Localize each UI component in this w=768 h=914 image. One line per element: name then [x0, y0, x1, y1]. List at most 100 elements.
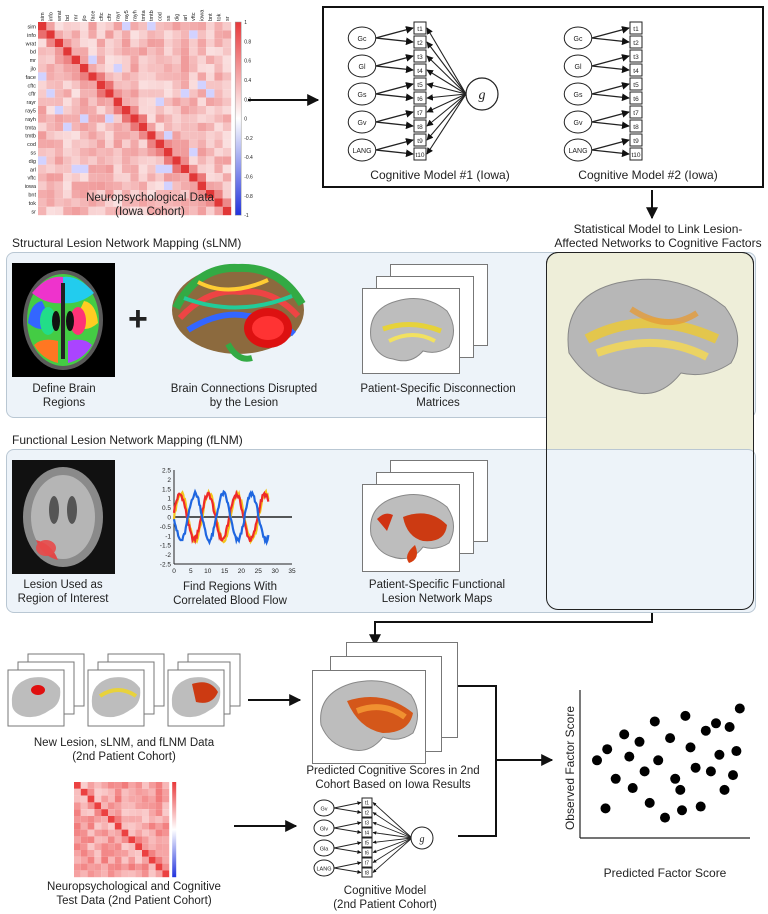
g-test-path	[426, 93, 467, 101]
matrix-cell	[122, 122, 131, 132]
matrix-cell	[172, 22, 181, 31]
matrix-cell	[130, 181, 139, 190]
matrix-cell	[138, 198, 148, 207]
test-label: t7	[417, 110, 423, 117]
matrix-cell	[87, 870, 95, 878]
matrix-cell	[122, 72, 131, 81]
correlation-matrix-bottom-svg	[74, 782, 177, 878]
test-box	[629, 133, 643, 147]
scatter-point	[634, 736, 645, 747]
matrix-cell	[162, 795, 170, 803]
matrix-cell	[113, 80, 122, 90]
matrix-cell	[105, 97, 114, 106]
matrix-cell	[130, 148, 139, 157]
matrix-cell	[130, 47, 139, 56]
x-tick: 35	[288, 568, 296, 575]
matrix-cell	[38, 173, 47, 182]
x-tick: 10	[204, 568, 212, 575]
matrix-cell	[122, 55, 131, 64]
matrix-cell	[54, 206, 64, 216]
matrix-cell	[80, 822, 88, 830]
matrix-cell	[122, 64, 131, 73]
matrix-cell	[162, 863, 170, 871]
factor-label: LANG	[568, 148, 587, 155]
matrix-row-label: jlo	[29, 67, 36, 73]
matrix-cell	[189, 173, 198, 182]
matrix-col-label: sim	[40, 12, 46, 21]
matrix-cell	[172, 190, 181, 199]
matrix-cell	[105, 47, 114, 56]
test-box	[361, 847, 373, 858]
matrix-cell	[206, 89, 215, 98]
matrix-cell	[214, 80, 223, 90]
matrix-cell	[197, 22, 206, 31]
matrix-cell	[71, 131, 80, 140]
matrix-cell	[155, 181, 164, 190]
matrix-cell	[105, 38, 114, 48]
matrix-cell	[71, 122, 80, 132]
matrix-cell	[74, 822, 81, 830]
matrix-cell	[101, 843, 108, 850]
matrix-cell	[189, 206, 198, 216]
matrix-col-label: jlo	[82, 15, 88, 22]
matrix-cell	[96, 22, 106, 31]
matrix-cell	[71, 72, 80, 81]
matrix-cell	[80, 148, 89, 157]
matrix-cell	[94, 782, 102, 789]
matrix-cell	[138, 164, 148, 174]
scatter-point	[728, 770, 738, 781]
matrix-cell	[46, 89, 55, 98]
matrix-cell	[142, 809, 149, 816]
matrix-cell	[80, 22, 89, 31]
matrix-cell	[155, 822, 163, 830]
matrix-cell	[114, 782, 122, 789]
matrix-colorbar	[234, 21, 242, 216]
matrix-cell	[80, 72, 89, 81]
matrix-cell	[214, 22, 223, 31]
colorbar-tick: -0.2	[244, 136, 253, 142]
matrix-cell	[74, 809, 81, 816]
matrix-cell	[142, 870, 149, 878]
matrix-cell	[54, 139, 64, 148]
matrix-row-label: dig	[29, 159, 36, 165]
matrix-cell	[147, 55, 156, 64]
matrix-cell	[130, 122, 139, 132]
matrix-cell	[87, 795, 95, 803]
matrix-cell	[147, 30, 156, 39]
matrix-cell	[114, 788, 122, 796]
matrix-cell	[94, 802, 102, 810]
matrix-cell	[46, 181, 55, 190]
matrix-cell	[180, 55, 190, 64]
matrix-cell	[46, 206, 55, 216]
matrix-cell	[122, 97, 131, 106]
matrix-cell	[206, 47, 215, 56]
matrix-cell	[94, 816, 102, 823]
matrix-cell	[172, 198, 181, 207]
matrix-cell	[147, 122, 156, 132]
matrix-cell	[101, 816, 108, 823]
matrix-cell	[172, 181, 181, 190]
test-box	[361, 817, 373, 828]
matrix-cell	[222, 156, 232, 165]
matrix-cell	[147, 148, 156, 157]
matrix-cell	[46, 55, 55, 64]
matrix-cell	[164, 173, 173, 182]
matrix-cell	[46, 173, 55, 182]
matrix-cell	[180, 156, 190, 165]
matrix-cell	[138, 38, 148, 48]
matrix-cell	[148, 802, 156, 810]
matrix-cell	[96, 198, 106, 207]
matrix-cell	[142, 816, 149, 823]
g-test-path	[372, 812, 413, 839]
factor-test-path	[375, 138, 414, 151]
matrix-cell	[189, 22, 198, 31]
matrix-cell	[138, 30, 148, 39]
matrix-cell	[222, 131, 232, 140]
matrix-cell	[164, 38, 173, 48]
matrix-cell	[63, 38, 72, 48]
matrix-cell	[38, 148, 47, 157]
matrix-cell	[113, 97, 122, 106]
matrix-cell	[162, 850, 170, 857]
matrix-cell	[101, 856, 108, 864]
